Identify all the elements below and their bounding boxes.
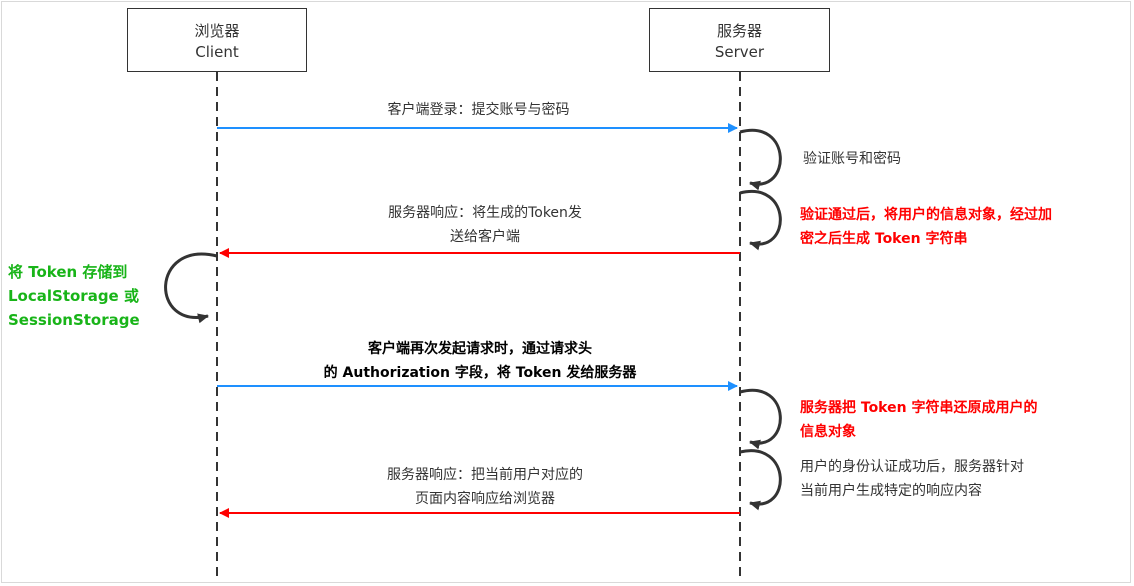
verify-pass-self-loop	[739, 189, 782, 251]
auth-success-label: 用户的身份认证成功后，服务器针对 当前用户生成特定的响应内容	[800, 459, 1024, 499]
server-participant-box: 服务器 Server	[649, 8, 830, 72]
client-name-en: Client	[195, 43, 239, 61]
server-name-en: Server	[714, 43, 765, 61]
client-name-cn: 浏览器	[194, 22, 240, 40]
verify-label: 验证账号和密码	[803, 151, 901, 167]
restore-self-loop	[739, 388, 782, 450]
response-page-label: 服务器响应：把当前用户对应的 页面内容响应给浏览器	[387, 467, 583, 507]
verify-self-loop	[739, 128, 782, 191]
auth-success-self-loop	[739, 449, 782, 511]
client-participant-box: 浏览器 Client	[127, 8, 307, 72]
verify-pass-label: 验证通过后，将用户的信息对象，经过加 密之后生成 Token 字符串	[800, 207, 1052, 247]
store-token-label: 将 Token 存储到 LocalStorage 或 SessionStorag…	[8, 263, 140, 329]
server-name-cn: 服务器	[716, 22, 762, 40]
store-token-self-loop	[164, 252, 218, 324]
login-label: 客户端登录：提交账号与密码	[387, 102, 570, 118]
restore-label: 服务器把 Token 字符串还原成用户的 信息对象	[800, 400, 1038, 440]
request-again-label: 客户端再次发起请求时，通过请求头 的 Authorization 字段，将 To…	[323, 341, 637, 381]
response-token-label: 服务器响应：将生成的Token发 送给客户端	[388, 205, 582, 245]
